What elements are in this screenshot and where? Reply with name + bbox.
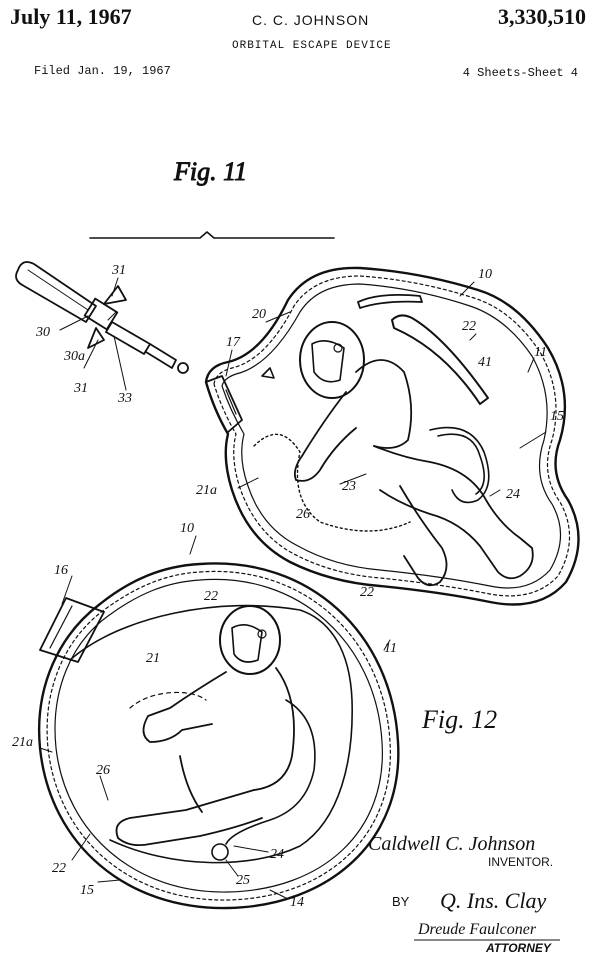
ref-16: 16	[54, 563, 68, 578]
by-label: BY	[392, 894, 410, 909]
leader-lines	[39, 277, 547, 899]
ref-11-fig12: 11	[384, 641, 397, 656]
patent-date: July 11, 1967	[10, 4, 132, 29]
ref-22-fig11-top: 22	[462, 319, 476, 334]
ref-20: 20	[252, 307, 266, 322]
ref-22-fig12-top: 22	[204, 589, 218, 604]
ref-24-fig12: 24	[270, 847, 284, 862]
ref-10-fig12: 10	[180, 521, 194, 536]
inventor-caption: INVENTOR.	[488, 855, 553, 869]
ref-26-fig11: 26	[296, 507, 310, 522]
ref-24-fig11: 24	[506, 487, 520, 502]
fig11-pod	[204, 266, 580, 606]
ref-41: 41	[478, 355, 492, 370]
ref-23: 23	[342, 479, 356, 494]
inventor-name: Caldwell C. Johnson	[368, 833, 535, 855]
ref-25: 25	[236, 873, 250, 888]
ref-14: 14	[290, 895, 304, 910]
ref-31-bottom: 31	[73, 381, 88, 396]
inventor-header: C. C. JOHNSON	[252, 12, 370, 28]
attorney-caption: ATTORNEY	[485, 941, 552, 955]
ref-21: 21	[146, 651, 160, 666]
ref-30: 30	[35, 325, 50, 340]
ref-22-fig11-bottom: 22	[360, 585, 374, 600]
ref-22-fig12-bottom: 22	[52, 861, 66, 876]
fig11-tool	[15, 261, 189, 374]
ref-15-fig12: 15	[80, 883, 94, 898]
ref-15-fig11: 15	[550, 409, 564, 424]
fig12-pod	[37, 562, 400, 910]
filed-date: Filed Jan. 19, 1967	[34, 64, 171, 78]
sheet-count: 4 Sheets-Sheet 4	[462, 66, 578, 80]
ref-30a: 30a	[63, 349, 85, 364]
fig12-label: Fig. 12	[421, 705, 497, 734]
patent-title: ORBITAL ESCAPE DEVICE	[232, 40, 392, 52]
ref-10-fig11: 10	[478, 267, 492, 282]
ref-31-top: 31	[111, 263, 126, 278]
attorney-signature-1: Q. Ins. Clay	[440, 888, 547, 913]
ref-33: 33	[117, 391, 132, 406]
patent-number: 3,330,510	[498, 4, 586, 29]
ref-21a-fig12: 21a	[12, 735, 33, 750]
ref-17: 17	[226, 335, 241, 350]
ref-11-fig11: 11	[534, 345, 547, 360]
attorney-signature-2: Dreude Faulconer	[417, 921, 537, 938]
ref-26-fig12: 26	[96, 763, 110, 778]
fig11-label: Fig. 11	[173, 157, 247, 186]
ref-21a-fig11: 21a	[196, 483, 217, 498]
fig11-separator	[89, 231, 335, 239]
